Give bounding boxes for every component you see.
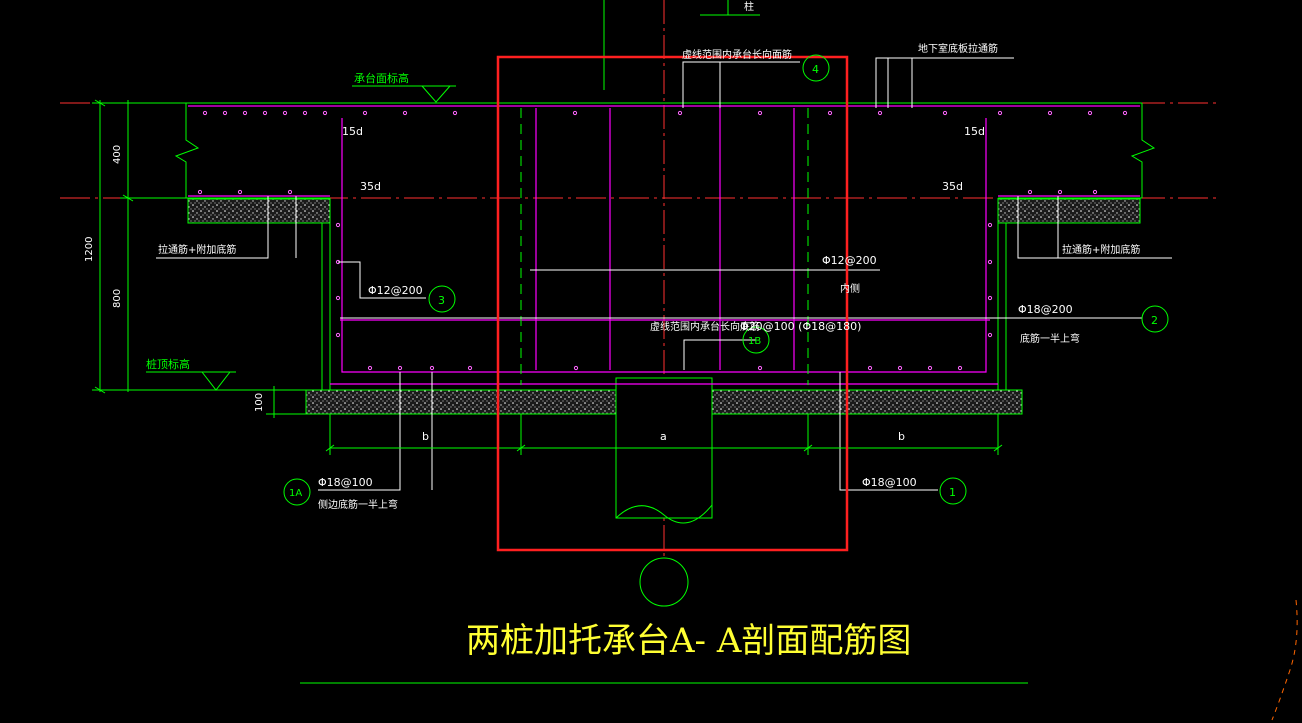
dim-total: 1200 <box>84 237 95 262</box>
bar3-spec: Φ12@200 <box>368 284 423 297</box>
dim-cushion: 100 <box>254 393 265 412</box>
offscreen-curve <box>1271 599 1298 721</box>
callout-1b <box>742 326 770 354</box>
dim-35d-right: 35d <box>942 180 963 193</box>
dashed-top-bar-label: 虚线范围内承台长向面筋 <box>682 48 792 61</box>
inner-note: 内侧 <box>840 282 860 295</box>
dim-15d-left: 15d <box>342 125 363 138</box>
callout-1b-label: 1B <box>748 336 761 347</box>
rebar-dots <box>197 110 1128 371</box>
tie-bar-right-label: 拉通筋+附加底筋 <box>1062 243 1140 256</box>
cushion-layers <box>187 198 1141 415</box>
callout-1a <box>283 478 311 506</box>
cap-top-elevation: 承台面标高 <box>354 71 409 85</box>
callout-2 <box>1141 305 1169 333</box>
dashed-range <box>520 108 809 385</box>
leaders <box>156 57 1172 491</box>
col-label: 柱 <box>744 0 754 13</box>
callout-4 <box>802 54 830 82</box>
dim-lower: 800 <box>112 289 123 308</box>
texts: 柱 承台面标高 桩顶标高 地下室底板拉通筋 虚线范围内承台长向面筋 虚线范围内承… <box>84 0 1158 661</box>
dim-b-left: b <box>422 430 429 443</box>
callouts <box>283 54 1169 506</box>
dim-upper: 400 <box>112 145 123 164</box>
callout-2-label: 2 <box>1151 314 1158 327</box>
bar2-spec: Φ18@200 <box>1018 303 1073 316</box>
callout-1-label: 1 <box>949 486 956 499</box>
drawing-title: 两桩加托承台A- A剖面配筋图 <box>466 621 911 661</box>
tie-bar-left-label: 拉通筋+附加底筋 <box>158 243 236 256</box>
pile <box>615 377 713 607</box>
dim-35d-left: 35d <box>360 180 381 193</box>
stirrup-spec: Φ12@200 <box>822 254 877 267</box>
bar1-spec: Φ18@100 <box>862 476 917 489</box>
callout-4-label: 4 <box>812 63 819 76</box>
rebar <box>188 105 1140 385</box>
elevation-markers <box>146 0 760 391</box>
bar1b-spec: Φ20@100 (Φ18@180) <box>740 320 861 333</box>
callout-1a-label: 1A <box>289 488 302 499</box>
cap-outline <box>174 102 1156 391</box>
dim-15d-right: 15d <box>964 125 985 138</box>
bar1a-note: 侧边底筋一半上弯 <box>318 498 398 511</box>
bar2-note: 底筋一半上弯 <box>1020 332 1080 345</box>
callout-3 <box>428 285 456 313</box>
pile-top-elevation: 桩顶标高 <box>146 357 190 371</box>
bar1a-spec: Φ18@100 <box>318 476 373 489</box>
basement-bar-label: 地下室底板拉通筋 <box>918 42 998 55</box>
callout-3-label: 3 <box>438 294 445 307</box>
callout-1 <box>939 477 967 505</box>
dimension-lines <box>92 99 1003 455</box>
dashed-bottom-bar-label: 虚线范围内承台长向底筋 <box>650 320 760 333</box>
dim-b-right: b <box>898 430 905 443</box>
dim-a: a <box>660 430 667 443</box>
highlight-box <box>496 55 849 552</box>
